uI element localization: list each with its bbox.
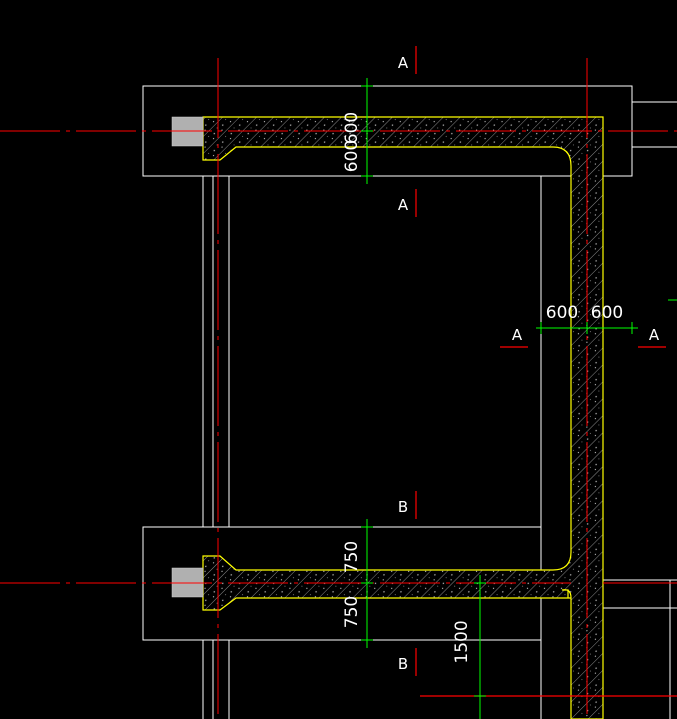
dim-top-lower-label: 600 bbox=[342, 140, 362, 172]
section-label-text: A A A A B B bbox=[398, 54, 660, 673]
dimension-text: 600 600 600 600 750 750 1500 bbox=[342, 112, 623, 664]
section-b-lower-label: B bbox=[398, 655, 408, 673]
concrete-beam-top bbox=[203, 117, 603, 550]
inner-room-outline bbox=[228, 175, 542, 528]
structure-outlines bbox=[142, 85, 677, 719]
dim-offset-label: 1500 bbox=[452, 620, 472, 663]
concrete-beam-main bbox=[202, 116, 604, 719]
dimension-lines bbox=[361, 78, 677, 719]
section-a-right-right-label: A bbox=[649, 326, 660, 344]
dim-right-right-label: 600 bbox=[591, 303, 623, 323]
section-marks bbox=[415, 46, 677, 697]
dim-right-left-label: 600 bbox=[546, 303, 578, 323]
dim-bottom-lower-label: 750 bbox=[342, 596, 362, 628]
section-a-right-left-label: A bbox=[512, 326, 523, 344]
section-a-top-lower-label: A bbox=[398, 196, 409, 214]
dim-bottom-upper-label: 750 bbox=[342, 541, 362, 573]
dim-top-upper-label: 600 bbox=[342, 112, 362, 144]
section-b-upper-label: B bbox=[398, 498, 408, 516]
section-a-top-label: A bbox=[398, 54, 409, 72]
